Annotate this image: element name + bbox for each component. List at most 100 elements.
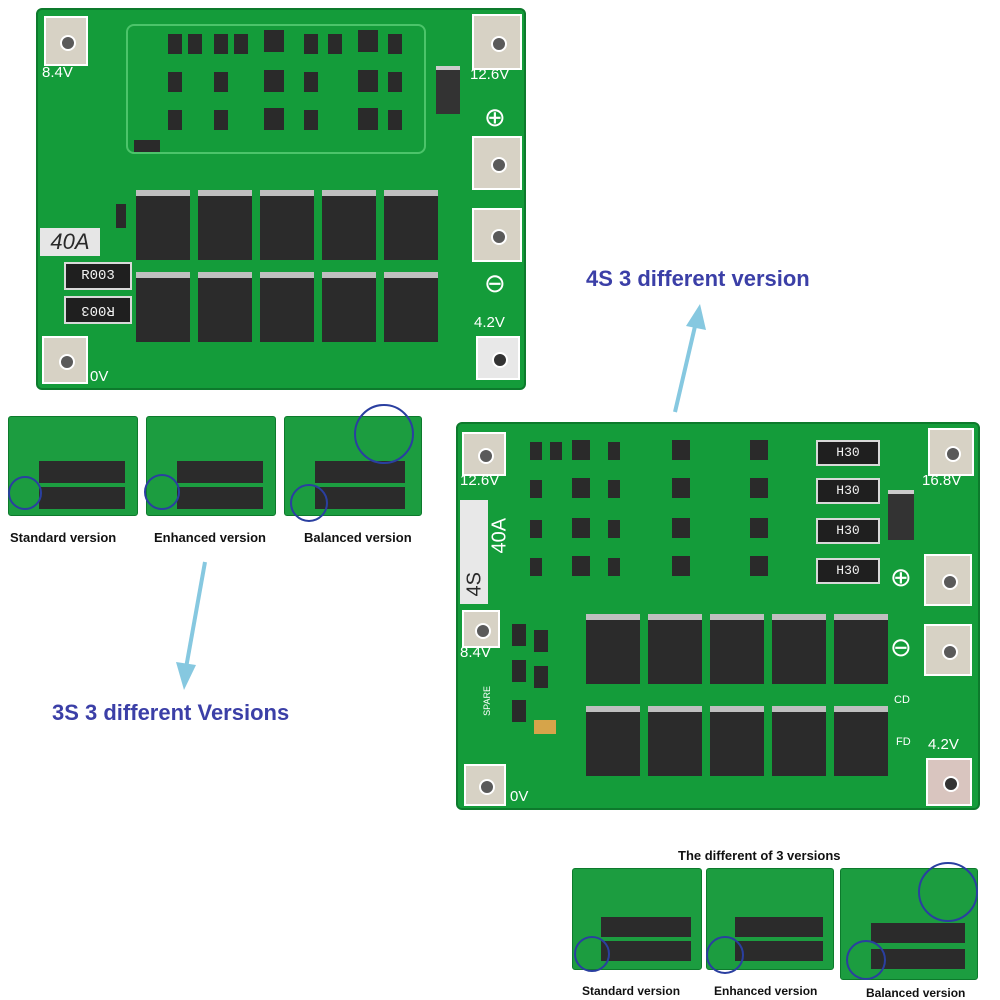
highlight-circle [290, 484, 328, 522]
pcb-trace [126, 24, 426, 154]
mosfet-strip [871, 949, 965, 969]
smd-component [358, 70, 378, 92]
mosfet-top-1 [586, 614, 640, 684]
mosfet-bottom-3 [710, 706, 764, 776]
caption-standard-version-bottom: Standard version [582, 984, 681, 998]
smd-component [512, 660, 526, 682]
smd-component [512, 624, 526, 646]
highlight-circle [144, 474, 180, 510]
mosfet-strip [735, 917, 823, 937]
mosfet-strip [39, 461, 125, 483]
terminal-pad-8v4 [44, 16, 88, 66]
label-8v4: 8.4V [460, 644, 491, 661]
highlight-circle [8, 476, 42, 510]
smd-component [234, 34, 248, 54]
smd-component [328, 34, 342, 54]
label-0v: 0V [90, 368, 109, 385]
smd-component [608, 442, 620, 460]
label-4v2: 4.2V [474, 314, 505, 331]
smd-component [388, 72, 402, 92]
smd-component [304, 34, 318, 54]
smd-component [534, 666, 548, 688]
mosfet-strip [315, 487, 405, 509]
mosfet-bottom-5 [834, 706, 888, 776]
terminal-pad-mid [924, 624, 972, 676]
smd-component [608, 480, 620, 498]
pcb-board-3s: 8.4V 12.6V ⊕ ⊖ 4.2V 0V 40A R003 R003 [36, 8, 526, 390]
balance-resistor-3: H30 [816, 518, 880, 544]
caption-balanced-version: Balanced version [304, 530, 412, 545]
minus-symbol: ⊖ [890, 632, 912, 662]
smd-component [530, 480, 542, 498]
smd-component [188, 34, 202, 54]
highlight-circle [846, 940, 886, 980]
label-8v4: 8.4V [42, 64, 73, 81]
smd-component [168, 110, 182, 130]
spare-label: SPARE [482, 686, 492, 716]
smd-component [608, 520, 620, 538]
caption-enhanced-version-bottom: Enhanced version [714, 984, 818, 998]
diode [888, 490, 914, 540]
smd-component [608, 558, 620, 576]
terminal-pad-16v8 [928, 428, 974, 476]
smd-component [214, 72, 228, 92]
mosfet-top-5 [384, 190, 438, 260]
smd-component [358, 108, 378, 130]
pcb-board-4s: 12.6V 8.4V 0V 4S 40A 16.8V ⊕ ⊖ 4.2V CD F… [456, 422, 980, 810]
smd-component [214, 110, 228, 130]
smd-component [750, 440, 768, 460]
mosfet-strip [177, 461, 263, 483]
mosfet-strip [735, 941, 823, 961]
current-rating-label: 40A [488, 517, 511, 554]
mosfet-bottom-4 [772, 706, 826, 776]
terminal-pad-0v [464, 764, 506, 806]
terminal-pad-positive [924, 554, 972, 606]
mosfet-top-5 [834, 614, 888, 684]
smd-component [534, 720, 556, 734]
smd-component [572, 440, 590, 460]
terminal-pad-4v2 [476, 336, 520, 380]
highlight-circle [574, 936, 610, 972]
mosfet-top-2 [648, 614, 702, 684]
terminal-pad-8v4 [462, 610, 500, 648]
smd-component [264, 30, 284, 52]
smd-component [672, 556, 690, 576]
current-rating-label: 40A [40, 228, 100, 256]
terminal-pad-mid [472, 208, 522, 262]
smd-component [550, 442, 562, 460]
smd-component [534, 630, 548, 652]
smd-component [530, 442, 542, 460]
smd-component [304, 110, 318, 130]
label-12v6: 12.6V [470, 66, 510, 83]
highlight-circle [918, 862, 978, 922]
terminal-pad-positive [472, 136, 522, 190]
smd-component [750, 518, 768, 538]
smd-component [264, 70, 284, 92]
title-4s: 4S 3 different version [586, 266, 810, 291]
smd-component [572, 556, 590, 576]
highlight-circle [706, 936, 744, 974]
smd-component [214, 34, 228, 54]
board-type-text: 4S [463, 572, 486, 597]
balance-resistor-2: H30 [816, 478, 880, 504]
mosfet-strip [315, 461, 405, 483]
smd-component [168, 34, 182, 54]
mosfet-top-1 [136, 190, 190, 260]
caption-enhanced-version: Enhanced version [154, 530, 266, 545]
smd-component [672, 478, 690, 498]
plus-symbol: ⊕ [484, 102, 506, 132]
smd-component [572, 518, 590, 538]
mosfet-strip [871, 923, 965, 943]
caption-balanced-version-bottom: Balanced version [866, 986, 966, 1000]
smd-component [572, 478, 590, 498]
terminal-pad-12v6 [472, 14, 522, 70]
smd-component [264, 108, 284, 130]
mosfet-top-4 [322, 190, 376, 260]
mosfet-top-3 [710, 614, 764, 684]
smd-component [304, 72, 318, 92]
label-cd: CD [894, 694, 910, 706]
mosfet-bottom-2 [648, 706, 702, 776]
highlight-circle [354, 404, 414, 464]
smd-component [358, 30, 378, 52]
terminal-pad-12v6 [462, 432, 506, 476]
